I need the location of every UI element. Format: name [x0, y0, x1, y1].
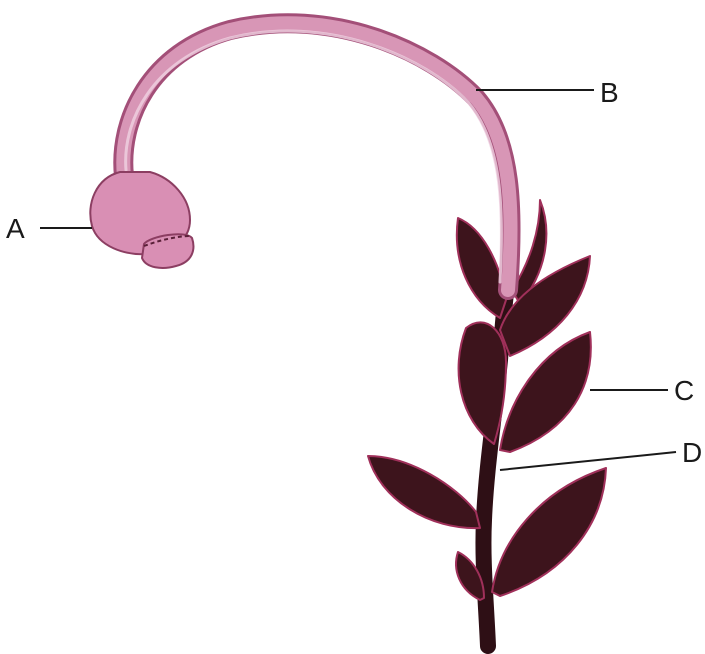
gametophyte — [368, 200, 606, 646]
leaf-lower-left — [368, 456, 480, 528]
leaf-top-left — [457, 218, 506, 318]
label-d: D — [682, 437, 702, 468]
leaf-lower-right — [492, 468, 606, 596]
label-c: C — [674, 375, 694, 406]
capsule — [90, 172, 193, 268]
label-a: A — [6, 213, 25, 244]
leaf-middle-left — [459, 322, 506, 444]
leader-d — [500, 452, 676, 470]
label-b: B — [600, 77, 619, 108]
